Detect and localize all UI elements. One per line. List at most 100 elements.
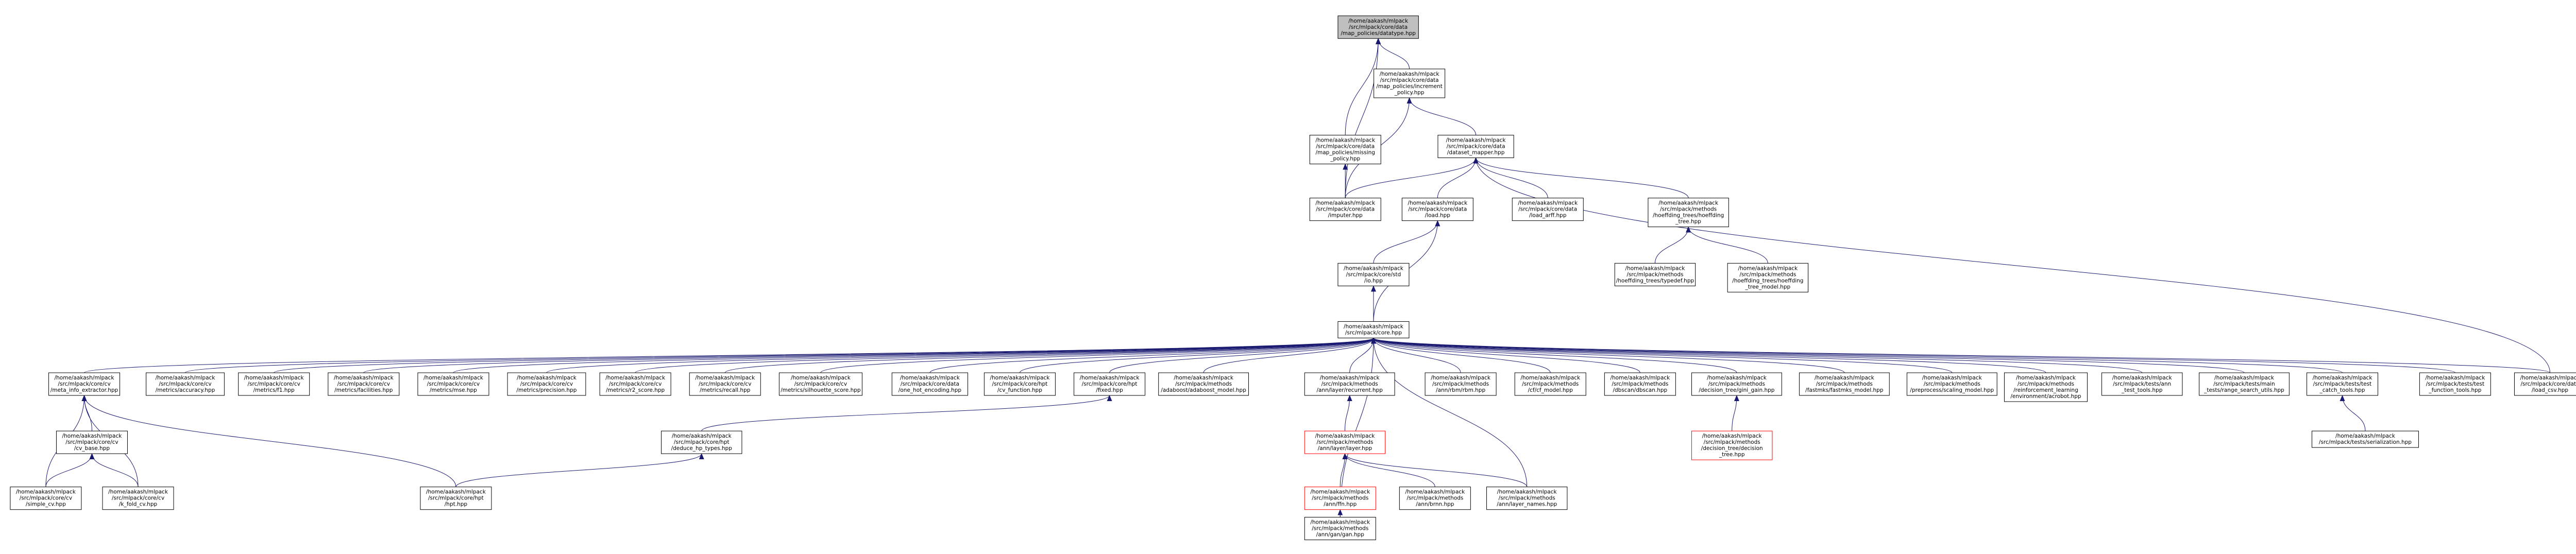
node-box (599, 372, 671, 396)
node-label-line: /home/aakash/mlpack (990, 375, 1050, 381)
node-label-line: /src/mlpack/core/cv (65, 439, 118, 445)
node-label-line: /load_arff.hpp (1529, 213, 1567, 219)
node-box (1437, 134, 1514, 158)
node-label-line: /src/mlpack/methods (1432, 381, 1489, 387)
node-mse[interactable]: /home/aakash/mlpack/src/mlpack/core/cv/m… (417, 372, 489, 396)
node-label-line: /src/mlpack/core/data (1447, 143, 1505, 149)
node-meta-info-extractor[interactable]: /home/aakash/mlpack/src/mlpack/core/cv/m… (48, 372, 121, 396)
node-label-line: /home/aakash/mlpack (1610, 375, 1670, 381)
node-label-line: /src/mlpack/tests/test (2313, 381, 2371, 387)
node-facilities[interactable]: /home/aakash/mlpack/src/mlpack/core/cv/m… (328, 372, 400, 396)
node-cf-model[interactable]: /home/aakash/mlpack/src/mlpack/methods/c… (1514, 372, 1586, 396)
node-label-line: /src/mlpack/tests/main (2213, 381, 2275, 387)
node-box (48, 372, 121, 396)
node-label-line: /home/aakash/mlpack (426, 489, 486, 495)
node-label-line: /src/mlpack/methods (1626, 271, 1683, 278)
node-box (2199, 372, 2290, 396)
node-label-line: /home/aakash/mlpack (1497, 489, 1557, 495)
node-adaboost[interactable]: /home/aakash/mlpack/src/mlpack/methods/a… (1158, 372, 1249, 396)
edge-layer (45, 38, 2550, 517)
node-rl-env[interactable]: /home/aakash/mlpack/src/mlpack/methods/r… (2004, 372, 2088, 402)
edge-hpt-to-meta-info-extractor (81, 395, 456, 487)
node-label-line: /home/aakash/mlpack (1348, 18, 1409, 24)
node-load-arff[interactable]: /home/aakash/mlpack/src/mlpack/core/data… (1512, 198, 1584, 221)
node-brnn[interactable]: /home/aakash/mlpack/src/mlpack/methods/a… (1399, 487, 1471, 510)
node-label-line: /metrics/precision.hpp (516, 387, 577, 393)
node-label-line: /decision_tree/gini_gain.hpp (1699, 387, 1774, 393)
node-cv-function[interactable]: /home/aakash/mlpack/src/mlpack/core/hpt/… (984, 372, 1056, 396)
node-deduce-hp-types[interactable]: /home/aakash/mlpack/src/mlpack/core/hpt/… (661, 430, 742, 454)
node-ffn[interactable]: /home/aakash/mlpack/src/mlpack/methods/a… (1304, 487, 1376, 510)
node-k-fold-cv[interactable]: /home/aakash/mlpack/src/mlpack/core/cv/k… (102, 487, 174, 510)
node-dbscan[interactable]: /home/aakash/mlpack/src/mlpack/methods/d… (1604, 372, 1676, 396)
node-serialization[interactable]: /home/aakash/mlpack/src/mlpack/tests/ser… (2311, 430, 2419, 448)
node-label-line: /src/mlpack/methods (1704, 439, 1760, 445)
node-cv-base[interactable]: /home/aakash/mlpack/src/mlpack/core/cv/c… (56, 430, 128, 454)
edge-missing-policy-to-datatype (1345, 38, 1381, 135)
node-recall[interactable]: /home/aakash/mlpack/src/mlpack/core/cv/m… (689, 372, 761, 396)
node-r2-score[interactable]: /home/aakash/mlpack/src/mlpack/core/cv/m… (599, 372, 671, 396)
node-layer: /home/aakash/mlpack/src/mlpack/core/data… (10, 15, 2576, 541)
node-load-hpp[interactable]: /home/aakash/mlpack/src/mlpack/core/data… (1401, 198, 1473, 221)
node-box (1337, 263, 1410, 286)
node-gan[interactable]: /home/aakash/mlpack/src/mlpack/methods/a… (1304, 517, 1376, 541)
node-increment-policy[interactable]: /home/aakash/mlpack/src/mlpack/core/data… (1374, 68, 1446, 98)
node-preprocess[interactable]: /home/aakash/mlpack/src/mlpack/methods/p… (1906, 372, 1997, 396)
node-function-tools[interactable]: /home/aakash/mlpack/src/mlpack/tests/tes… (2419, 372, 2491, 396)
node-label-line: _function_tools.hpp (2428, 387, 2481, 393)
node-label-line: /map_policies/increment (1376, 83, 1443, 90)
node-label-line: /map_policies/missing (1315, 149, 1375, 155)
node-f1[interactable]: /home/aakash/mlpack/src/mlpack/core/cv/m… (238, 372, 310, 396)
node-hpt[interactable]: /home/aakash/mlpack/src/mlpack/core/hpt/… (420, 487, 492, 510)
node-missing-policy[interactable]: /home/aakash/mlpack/src/mlpack/core/data… (1309, 134, 1381, 164)
node-label-line: /hoeffding_trees/hoeffding (1732, 278, 1803, 284)
edge-range-search-to-core (1371, 337, 2245, 373)
node-label-line: /fastmks/fastmks_model.hpp (1805, 387, 1884, 393)
node-hoeffding-tree-model[interactable]: /home/aakash/mlpack/src/mlpack/methods/h… (1727, 263, 1809, 292)
node-accuracy[interactable]: /home/aakash/mlpack/src/mlpack/core/cv/m… (146, 372, 225, 396)
node-dataset-mapper[interactable]: /home/aakash/mlpack/src/mlpack/core/data… (1437, 134, 1514, 158)
node-box (891, 372, 969, 396)
edge-silhouette-to-core (820, 337, 1376, 373)
node-ann-layer-recurrent[interactable]: /home/aakash/mlpack/src/mlpack/methods/a… (1304, 372, 1395, 396)
edge-k-fold-cv-to-cv-base (89, 453, 139, 487)
node-fixed[interactable]: /home/aakash/mlpack/src/mlpack/core/hpt/… (1074, 372, 1146, 396)
node-label-line: /src/mlpack/methods (1316, 439, 1373, 445)
node-box (1304, 487, 1376, 510)
node-ann-brnn[interactable]: /home/aakash/mlpack/src/mlpack/methods/a… (1425, 372, 1497, 396)
node-layer-names[interactable]: /home/aakash/mlpack/src/mlpack/methods/a… (1486, 487, 1568, 510)
node-datatype[interactable]: /home/aakash/mlpack/src/mlpack/core/data… (1337, 15, 1419, 39)
node-precision[interactable]: /home/aakash/mlpack/src/mlpack/core/cv/m… (507, 372, 586, 396)
node-decision-tree-gain[interactable]: /home/aakash/mlpack/src/mlpack/methods/d… (1691, 372, 1782, 396)
node-label-line: /src/mlpack/methods (1708, 381, 1765, 387)
node-load-csv[interactable]: /home/aakash/mlpack/src/mlpack/core/data… (2514, 372, 2576, 396)
node-simple-cv[interactable]: /home/aakash/mlpack/src/mlpack/core/cv/s… (10, 487, 82, 510)
node-hoeffding-tree[interactable]: /home/aakash/mlpack/src/mlpack/methods/h… (1648, 198, 1729, 228)
node-core[interactable]: /home/aakash/mlpack/src/mlpack/core.hpp (1337, 321, 1410, 338)
node-box (417, 372, 489, 396)
node-label-line: /src/mlpack/methods (1499, 495, 1555, 501)
node-silhouette[interactable]: /home/aakash/mlpack/src/mlpack/core/cv/m… (778, 372, 862, 396)
node-label-line: /home/aakash/mlpack (1174, 375, 1234, 381)
node-label-line: /reinforcement_learning (2013, 387, 2078, 393)
node-imputer[interactable]: /home/aakash/mlpack/src/mlpack/core/data… (1309, 198, 1381, 221)
node-label-line: /simple_cv.hpp (26, 501, 66, 508)
node-core-std[interactable]: /home/aakash/mlpack/src/mlpack/core/std/… (1337, 263, 1410, 286)
node-one-hot[interactable]: /home/aakash/mlpack/src/mlpack/core/data… (891, 372, 969, 396)
node-ann-test-tools[interactable]: /home/aakash/mlpack/src/mlpack/tests/ann… (2102, 372, 2183, 396)
node-decision-tree[interactable]: /home/aakash/mlpack/src/mlpack/methods/d… (1691, 430, 1773, 460)
node-label-line: /imputer.hpp (1328, 213, 1363, 219)
node-label-line: /home/aakash/mlpack (1315, 137, 1376, 143)
node-label-line: /home/aakash/mlpack (2214, 375, 2275, 381)
node-label-line: /src/mlpack/core/data (1408, 206, 1467, 213)
edge-mse-to-core (453, 337, 1376, 373)
node-catch-tools[interactable]: /home/aakash/mlpack/src/mlpack/tests/tes… (2307, 372, 2378, 396)
node-fastmks[interactable]: /home/aakash/mlpack/src/mlpack/methods/f… (1799, 372, 1890, 396)
node-range-search[interactable]: /home/aakash/mlpack/src/mlpack/tests/mai… (2199, 372, 2290, 396)
node-box (507, 372, 586, 396)
edge-decision-tree-gain-to-core (1371, 337, 1737, 373)
node-label-line: /fixed.hpp (1096, 387, 1123, 393)
node-ann-layer-layer[interactable]: /home/aakash/mlpack/src/mlpack/methods/a… (1304, 430, 1386, 454)
node-label-line: /home/aakash/mlpack (1320, 375, 1380, 381)
node-typedef[interactable]: /home/aakash/mlpack/src/mlpack/methods/h… (1614, 263, 1696, 286)
